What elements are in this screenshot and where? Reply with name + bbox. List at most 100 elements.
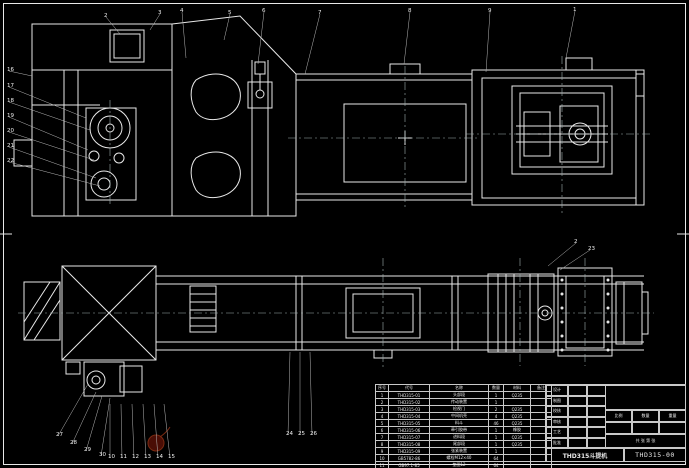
callout-number: 25 bbox=[298, 431, 305, 437]
callout-leader bbox=[120, 403, 123, 459]
callout-leader bbox=[8, 116, 89, 151]
drawing-frame bbox=[0, 3, 689, 465]
signature-blank bbox=[587, 406, 606, 417]
signature-row: 审核 bbox=[546, 416, 606, 427]
callout-leader bbox=[223, 13, 231, 41]
signature-row: 制图 bbox=[546, 395, 606, 406]
callout-number: 29 bbox=[84, 447, 91, 453]
bom-header: 材料 bbox=[503, 384, 531, 392]
signature-blank bbox=[587, 437, 606, 448]
callout-number: 14 bbox=[156, 454, 163, 460]
callout-number: 5 bbox=[228, 10, 232, 16]
signature-blank bbox=[568, 395, 587, 406]
callout-leader bbox=[8, 146, 97, 179]
callout-leader bbox=[8, 101, 91, 131]
callout-number: 15 bbox=[168, 454, 175, 460]
signature-row: 设计 bbox=[546, 385, 606, 396]
qty-label: 数量 bbox=[632, 410, 659, 422]
signature-blank bbox=[587, 427, 606, 438]
plan-view bbox=[23, 265, 649, 397]
signature-blank bbox=[568, 427, 587, 438]
callout-number: 21 bbox=[7, 143, 14, 149]
bom-header-row: 序号 代号 名称 数量 材料 备注 bbox=[375, 384, 552, 392]
weight-value bbox=[659, 422, 686, 434]
callout-number: 2 bbox=[574, 239, 578, 245]
callout-number: 11 bbox=[120, 454, 127, 460]
signature-blank bbox=[568, 406, 587, 417]
callout-number: 9 bbox=[488, 8, 492, 14]
signature-blank bbox=[587, 395, 606, 406]
callout-number: 3 bbox=[158, 10, 162, 16]
scale-value bbox=[605, 422, 632, 434]
callout-leader bbox=[565, 10, 576, 59]
signature-label: 审核 bbox=[546, 416, 568, 427]
callout-number: 12 bbox=[132, 454, 139, 460]
signature-row: 批准 bbox=[546, 437, 606, 448]
material-cell bbox=[605, 385, 686, 410]
callout-leader bbox=[149, 13, 161, 31]
callout-leader bbox=[287, 351, 291, 436]
callout-leader bbox=[485, 11, 491, 73]
callout-leader bbox=[309, 351, 313, 436]
callout-leader bbox=[71, 391, 97, 445]
callout-leader bbox=[8, 70, 33, 77]
callout-number: 7 bbox=[318, 10, 322, 16]
signature-blank bbox=[587, 416, 606, 427]
callout-leader bbox=[559, 249, 591, 271]
callout-number: 1 bbox=[573, 7, 577, 13]
signature-label: 批准 bbox=[546, 437, 568, 448]
callout-number: 26 bbox=[310, 431, 317, 437]
title-block: 设计制图校核审核工艺批准 比例 数量 重量 共 张 第 张 THD315斗提机 … bbox=[545, 384, 686, 462]
signature-blank bbox=[568, 385, 587, 396]
scale-label: 比例 bbox=[605, 410, 632, 422]
drawing-title: THD315斗提机 bbox=[546, 448, 624, 462]
signature-label: 制图 bbox=[546, 395, 568, 406]
callout-leader bbox=[153, 403, 159, 459]
callout-leader bbox=[403, 11, 411, 65]
callout-leader bbox=[181, 11, 187, 59]
drawing-number: THD315-00 bbox=[624, 448, 686, 462]
watermark-logo bbox=[147, 426, 171, 452]
callout-leader bbox=[163, 403, 171, 459]
callout-number: 20 bbox=[7, 128, 14, 134]
signature-row: 工艺 bbox=[546, 427, 606, 438]
centerlines bbox=[18, 56, 654, 368]
bom-header: 名称 bbox=[429, 384, 489, 392]
callout-number: 19 bbox=[7, 113, 14, 119]
signature-blank bbox=[568, 416, 587, 427]
signature-row: 校核 bbox=[546, 406, 606, 417]
callout-number: 18 bbox=[7, 98, 14, 104]
callout-leader bbox=[547, 242, 577, 267]
callout-number: 17 bbox=[7, 83, 14, 89]
callout-leader bbox=[142, 403, 147, 459]
callout-number: 4 bbox=[180, 8, 184, 14]
callout-leader bbox=[57, 383, 89, 437]
callout-number: 10 bbox=[108, 454, 115, 460]
bucket-lower bbox=[190, 151, 241, 199]
signature-label: 设计 bbox=[546, 385, 568, 396]
callout-leader bbox=[8, 86, 87, 119]
callout-leader bbox=[257, 11, 265, 65]
boot-motor bbox=[65, 361, 143, 397]
flange-bolts bbox=[560, 278, 610, 352]
callout-number: 13 bbox=[144, 454, 151, 460]
callout-leader bbox=[105, 16, 121, 35]
callout-number: 6 bbox=[262, 8, 266, 14]
callout-number: 24 bbox=[286, 431, 293, 437]
callout-leader bbox=[8, 131, 95, 161]
